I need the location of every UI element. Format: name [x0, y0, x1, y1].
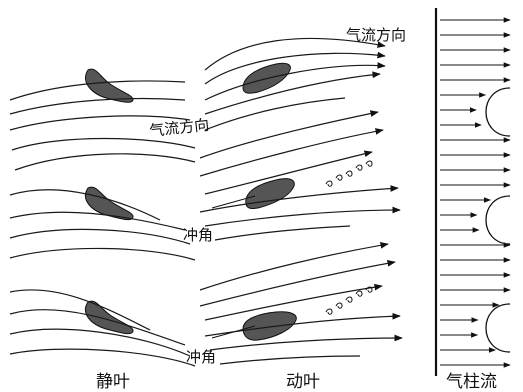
rotor-flow-line	[204, 71, 381, 115]
rotor-flow-line	[204, 37, 386, 71]
stator-blade-2	[85, 186, 134, 221]
stator-flow-line	[9, 348, 196, 367]
rotor-blade-3	[242, 311, 297, 341]
column-hump-2	[485, 195, 511, 245]
stator-label: 静叶	[96, 372, 130, 392]
stator-flow-line	[9, 80, 186, 101]
rotor-flow-line	[209, 334, 403, 351]
column-hump-1	[485, 87, 511, 137]
stator-blade-3	[85, 300, 134, 335]
rotor-cascade	[199, 37, 403, 365]
rotor-flow-line	[204, 51, 386, 85]
top-flow-direction-label: 气流方向	[346, 26, 406, 44]
incidence-label-2: 冲角	[186, 348, 216, 366]
rotor-flow-line	[204, 312, 401, 337]
rotor-flow-line	[214, 225, 351, 241]
stator-flow-line	[9, 247, 196, 261]
rotor-flow-line	[199, 110, 379, 159]
rotor-flow-line	[219, 355, 361, 365]
stator-flow-line	[9, 97, 186, 115]
stator-flow-line	[14, 153, 196, 171]
rotor-flow-line	[204, 206, 401, 227]
air-column	[434, 8, 511, 376]
incidence-label-1: 冲角	[183, 226, 213, 244]
stator-flow-line	[9, 289, 151, 331]
rotor-flow-line	[199, 128, 384, 177]
column-arrows	[440, 17, 511, 368]
stator-cascade	[9, 68, 196, 367]
rotor-flow-line	[199, 185, 399, 213]
stator-flow-line	[9, 115, 191, 131]
rotor-flow-line	[204, 97, 346, 131]
mid-flow-direction-label: 气流方向	[149, 116, 211, 140]
stator-flow-line	[9, 211, 186, 231]
incidence-line-1	[211, 195, 256, 209]
rotor-flow-line	[204, 283, 383, 321]
rotor-flow-line	[204, 62, 386, 101]
stator-flow-line	[11, 137, 196, 151]
rotor-blade-2	[245, 178, 295, 209]
stator-flow-line	[9, 309, 186, 346]
air-column-label: 气柱流	[446, 372, 497, 392]
rotor-flow-line	[204, 150, 373, 195]
incidence-line-2	[211, 325, 256, 339]
rotor-flow-line	[199, 260, 396, 307]
vortex-curls-2	[325, 286, 373, 315]
stator-flow-line	[9, 189, 161, 221]
stator-flow-line	[9, 328, 191, 357]
stator-blade-1	[85, 68, 134, 103]
column-hump-3	[485, 303, 511, 353]
rotor-flow-line	[199, 241, 389, 291]
stator-flow-line	[9, 228, 191, 245]
rotor-label: 动叶	[286, 372, 320, 392]
vortex-curls-1	[325, 160, 373, 187]
